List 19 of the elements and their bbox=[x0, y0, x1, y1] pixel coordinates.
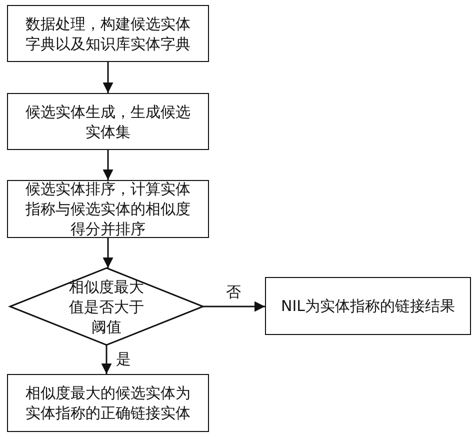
step-text: 候选实体生成，生成候选实体集 bbox=[24, 102, 192, 142]
step-text: 候选实体排序，计算实体指称与候选实体的相似度得分并排序 bbox=[24, 179, 192, 239]
process-box bbox=[265, 277, 471, 335]
step-text: 相似度最大值是否大于阈值 bbox=[68, 276, 145, 336]
arrow bbox=[102, 150, 114, 180]
step-text: 数据处理，构建候选实体字典以及知识库实体字典 bbox=[24, 14, 192, 54]
arrow bbox=[102, 238, 114, 268]
decision-diamond bbox=[10, 268, 203, 345]
arrow bbox=[203, 301, 265, 312]
edge-label: 是 bbox=[114, 350, 133, 368]
arrow bbox=[101, 345, 112, 374]
arrow bbox=[102, 62, 114, 93]
step-text: 相似度最大的候选实体为实体指称的正确链接实体 bbox=[24, 383, 192, 423]
process-box bbox=[7, 180, 209, 238]
process-box bbox=[7, 93, 209, 150]
process-box bbox=[7, 374, 209, 432]
step-text: NIL为实体指称的链接结果 bbox=[280, 296, 455, 316]
process-box bbox=[7, 5, 209, 62]
edge-label: 否 bbox=[224, 283, 243, 301]
